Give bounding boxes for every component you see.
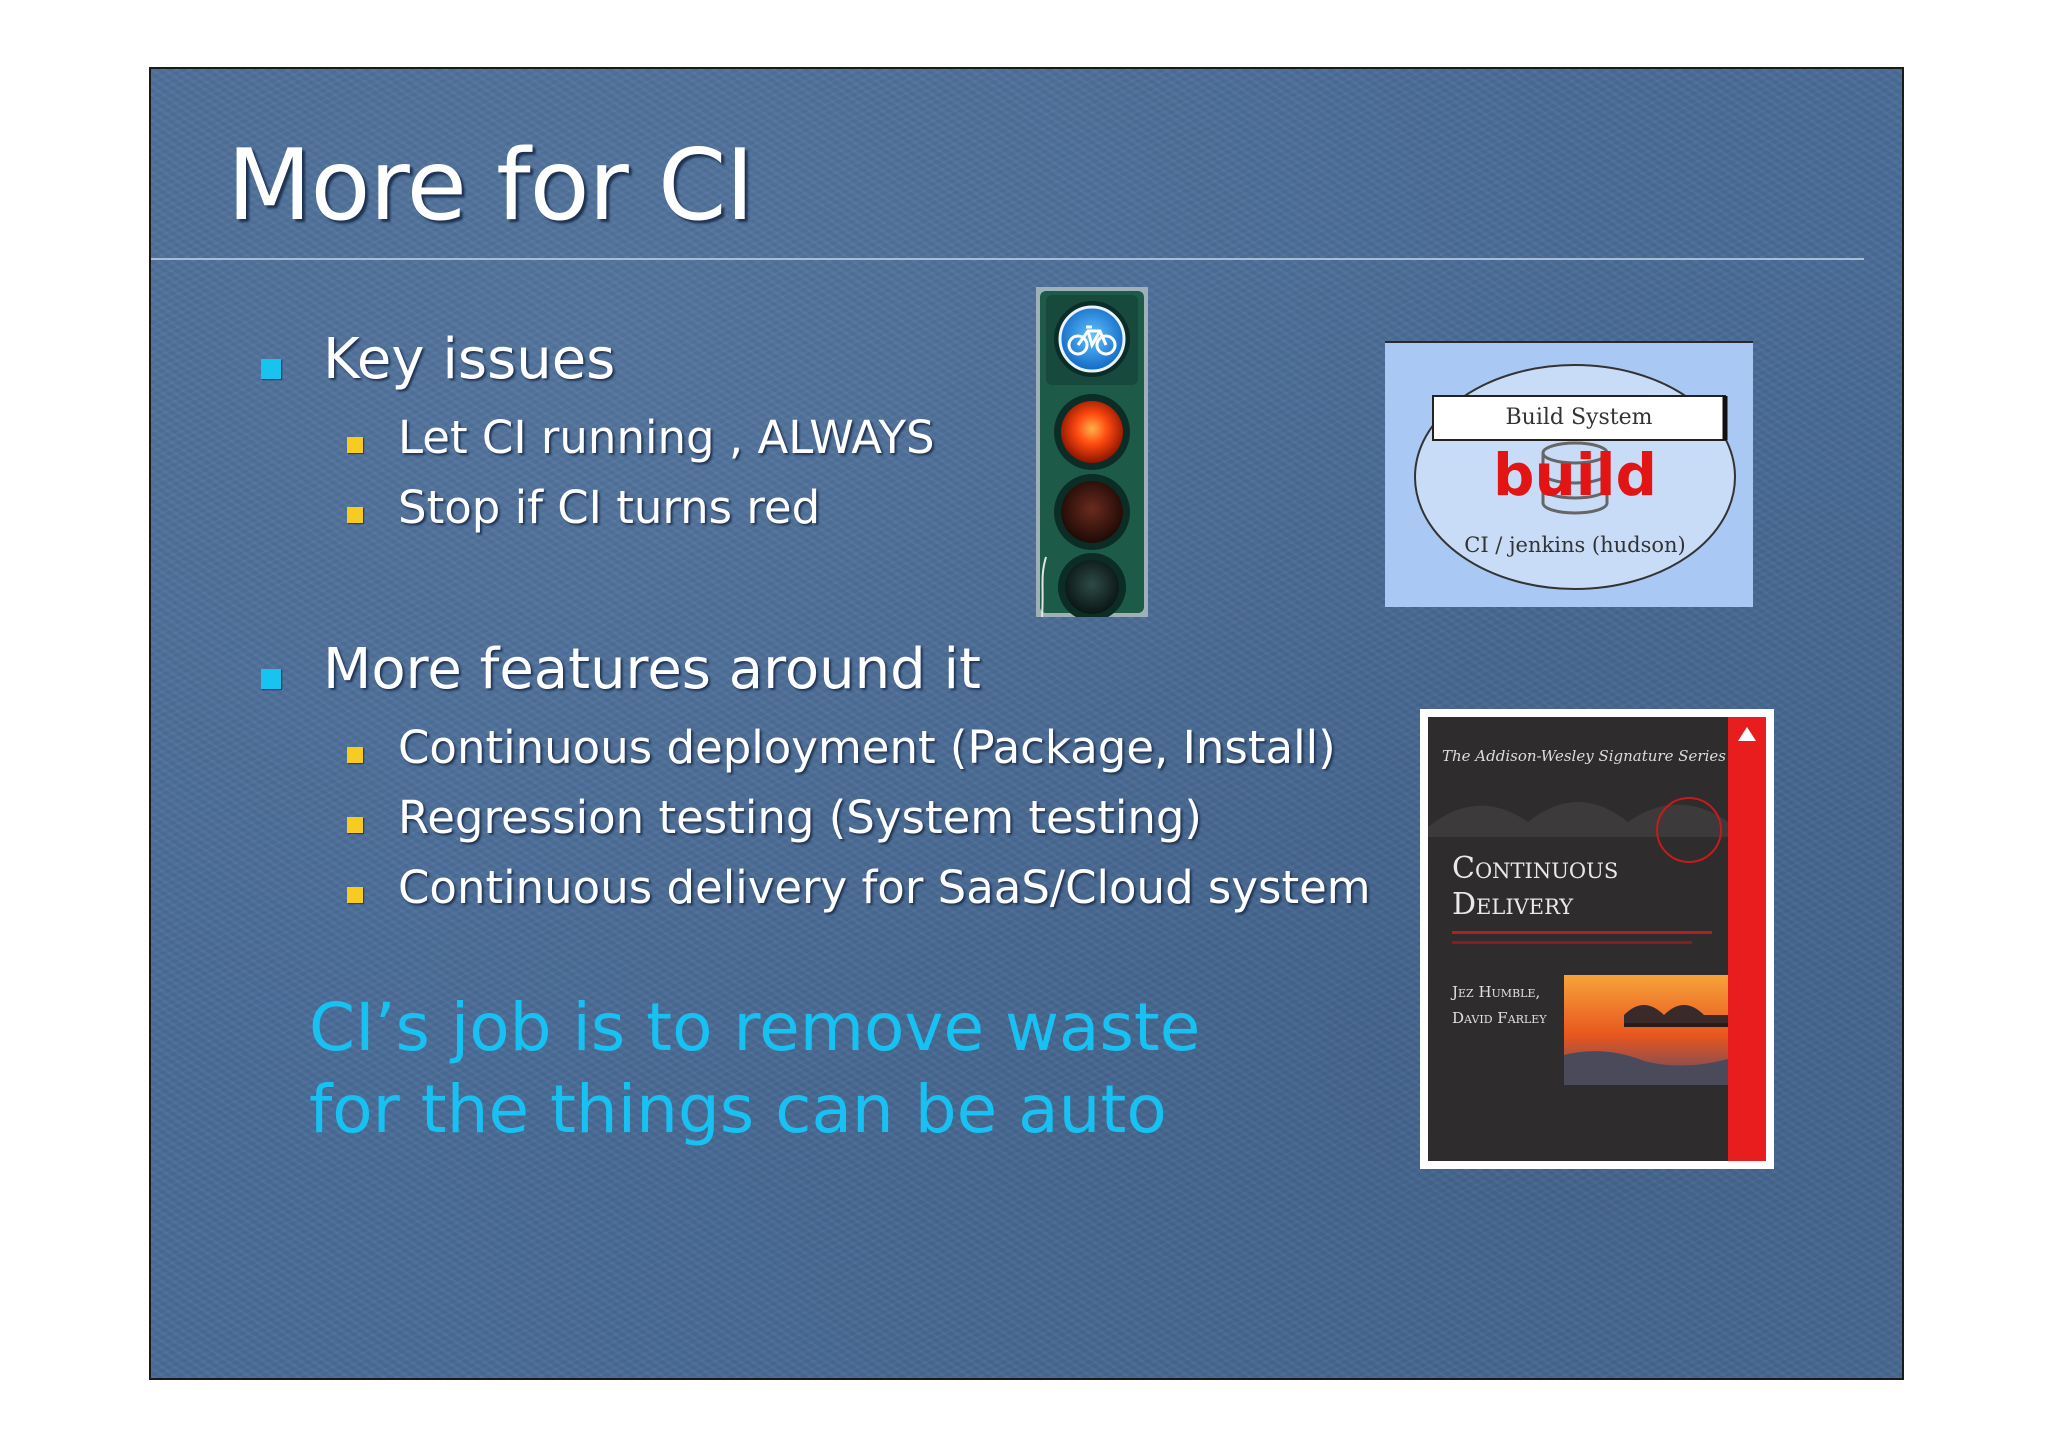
sub-bullet-square-icon [347,887,363,903]
build-system-image: Build System build CI / jenkins (hudson) [1385,341,1753,607]
slide: More for CI Key issues Let CI running , … [149,67,1904,1380]
sub-bullet-square-icon [347,437,363,453]
book-title-line1: Continuous [1452,851,1619,886]
bullet-square-icon [261,359,281,379]
sub-bullet-square-icon [347,817,363,833]
quote-line: CI’s job is to remove waste [309,989,1201,1066]
signature-seal-icon [1656,797,1722,863]
publisher-logo-icon [1738,727,1756,741]
continuous-delivery-book-cover: The Addison-Wesley Signature Series Cont… [1420,709,1774,1169]
sunset-bridge-photo [1564,975,1728,1085]
section-heading-key-issues: Key issues [323,327,616,392]
book-red-spine [1728,717,1766,1161]
list-item: Continuous delivery for SaaS/Cloud syste… [398,861,1371,914]
traffic-light-image [1036,287,1148,617]
title-divider [151,258,1864,260]
book-series: The Addison-Wesley Signature Series [1442,747,1726,765]
book-cover-body: The Addison-Wesley Signature Series Cont… [1428,717,1766,1161]
build-system-graphic [1414,364,1736,590]
book-author-2: David Farley [1452,1009,1547,1027]
slide-title: More for CI [227,129,754,243]
book-subtitle-rule [1452,941,1692,944]
book-title-line2: Delivery [1452,887,1574,922]
book-subtitle-rule [1452,931,1712,934]
bullet-square-icon [261,669,281,689]
book-author-1: Jez Humble, [1452,983,1541,1001]
list-item: Regression testing (System testing) [398,791,1202,844]
sub-bullet-square-icon [347,507,363,523]
section-heading-more-features: More features around it [323,637,981,702]
bridge-silhouette-graphic [1428,802,1728,837]
build-system-label: Build System [1505,405,1653,430]
jenkins-label: CI / jenkins (hudson) [1464,533,1686,557]
list-item: Continuous deployment (Package, Install) [398,721,1336,774]
list-item: Stop if CI turns red [398,481,821,534]
list-item: Let CI running , ALWAYS [398,411,935,464]
quote-line: for the things can be auto [309,1071,1167,1148]
build-label: build [1492,441,1658,509]
sub-bullet-square-icon [347,747,363,763]
